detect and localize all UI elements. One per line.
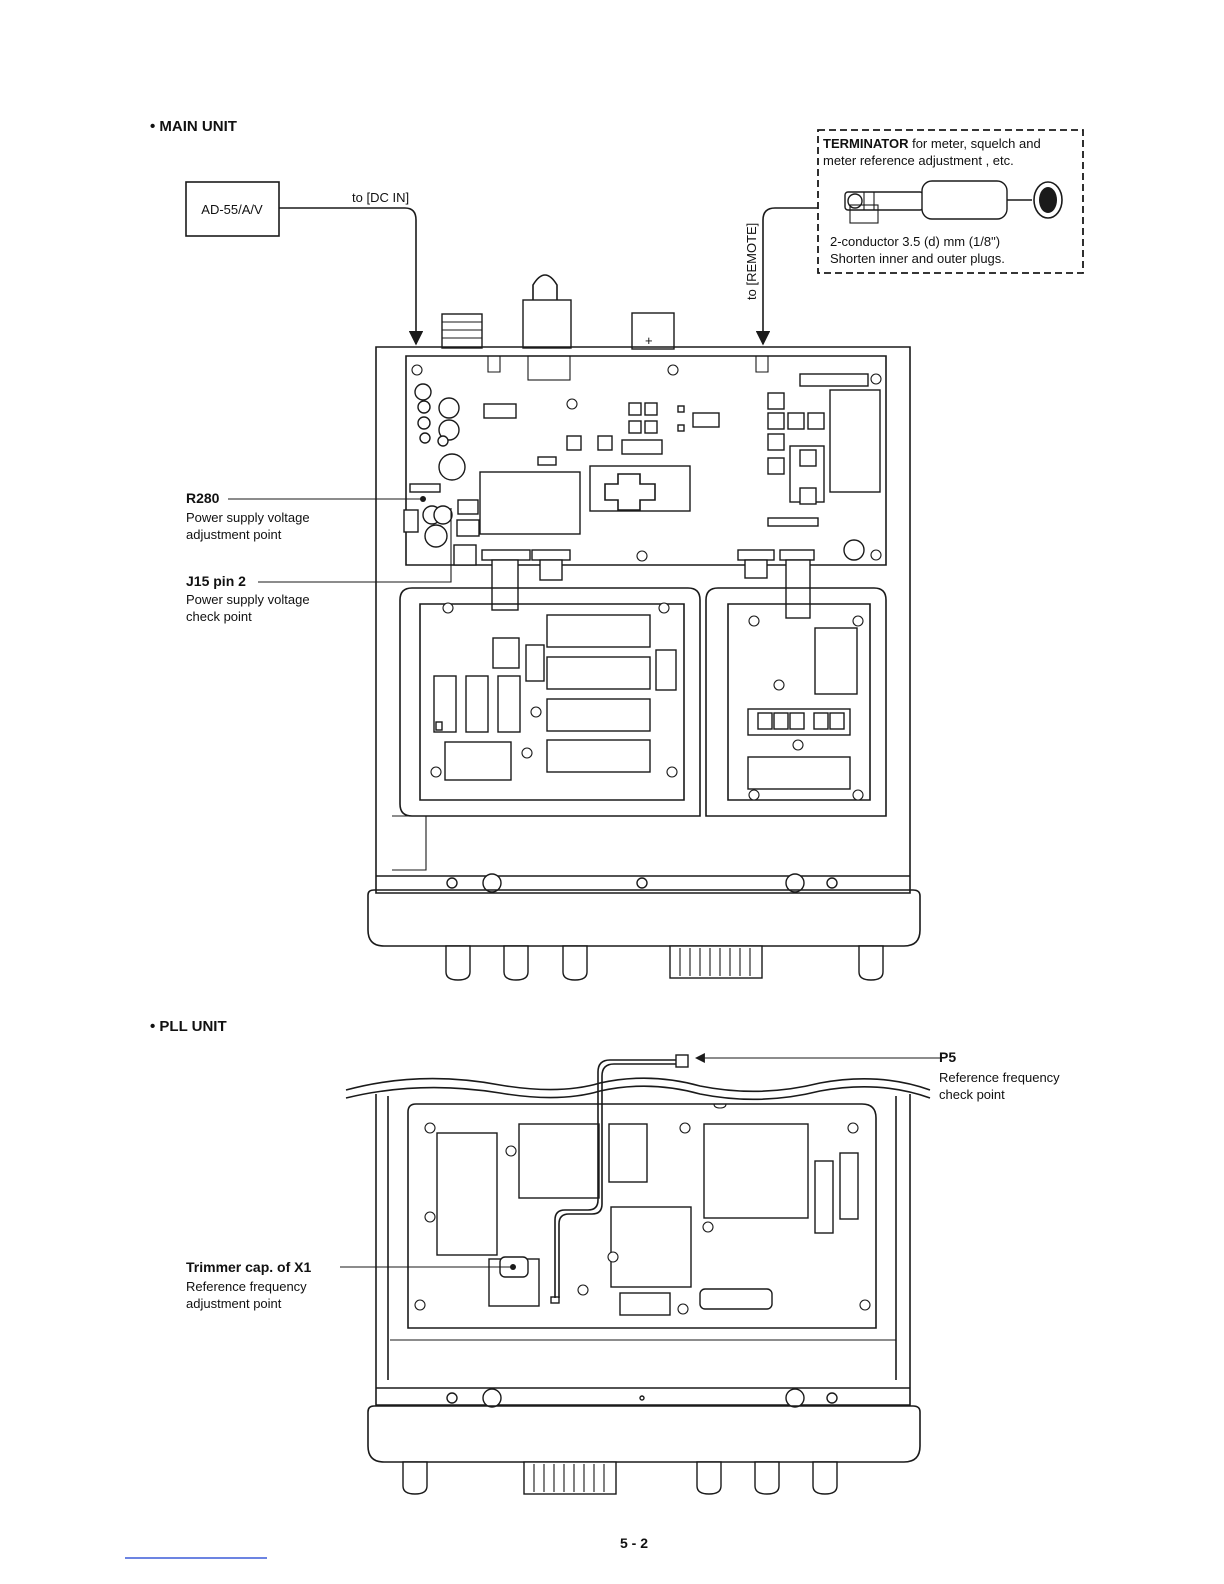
ad55-adapter-box: AD-55/A/V — [185, 181, 280, 237]
trimmer-label: Trimmer cap. of X1 — [186, 1259, 311, 1275]
p5-callout: P5 Reference frequency check point — [695, 1049, 1060, 1102]
dc-in-label: to [DC IN] — [352, 190, 409, 205]
trimmer-desc-line2: adjustment point — [186, 1296, 282, 1311]
p5-desc-line1: Reference frequency — [939, 1070, 1060, 1085]
trimmer-callout: Trimmer cap. of X1 Reference frequency a… — [186, 1259, 516, 1311]
j15-desc-line1: Power supply voltage — [186, 592, 310, 607]
page-number: 5 - 2 — [620, 1535, 648, 1551]
trimmer-desc-line1: Reference frequency — [186, 1279, 307, 1294]
terminator-title-line2: meter reference adjustment , etc. — [823, 153, 1014, 168]
main-screws — [411, 364, 882, 801]
torn-edge-bottom — [345, 1085, 931, 1101]
plug-icon — [844, 180, 1063, 224]
r280-desc-line2: adjustment point — [186, 527, 282, 542]
j15-desc-line2: check point — [186, 609, 252, 624]
plug-spec-line2: Shorten inner and outer plugs. — [830, 251, 1005, 266]
j15-callout: J15 pin 2 Power supply voltage check poi… — [186, 508, 452, 624]
dc-in-cable: to [DC IN] — [279, 190, 424, 346]
p5-label: P5 — [939, 1049, 956, 1065]
terminator-title: TERMINATOR for meter, squelch and — [823, 136, 1041, 151]
main-front-panel — [367, 889, 921, 981]
r280-callout: R280 Power supply voltage adjustment poi… — [186, 490, 426, 542]
svg-text:+: + — [645, 333, 653, 348]
pll-unit-heading: • PLL UNIT — [150, 1018, 227, 1035]
main-chassis — [375, 346, 911, 894]
pll-chassis — [375, 1054, 911, 1408]
pll-front-panel — [367, 1405, 921, 1495]
j15-label: J15 pin 2 — [186, 573, 246, 589]
torn-edge-top — [345, 1077, 931, 1093]
r280-desc-line1: Power supply voltage — [186, 510, 310, 525]
main-unit-heading: • MAIN UNIT — [150, 118, 237, 135]
plug-spec-line1: 2-conductor 3.5 (d) mm (1/8") — [830, 234, 1000, 249]
r280-label: R280 — [186, 490, 220, 506]
remote-label: to [REMOTE] — [744, 223, 759, 300]
p5-desc-line2: check point — [939, 1087, 1005, 1102]
remote-cable: to [REMOTE] — [744, 207, 818, 346]
top-connectors: + — [441, 274, 675, 350]
ad55-label: AD-55/A/V — [201, 202, 263, 217]
terminator-callout: TERMINATOR for meter, squelch and meter … — [817, 129, 1084, 274]
